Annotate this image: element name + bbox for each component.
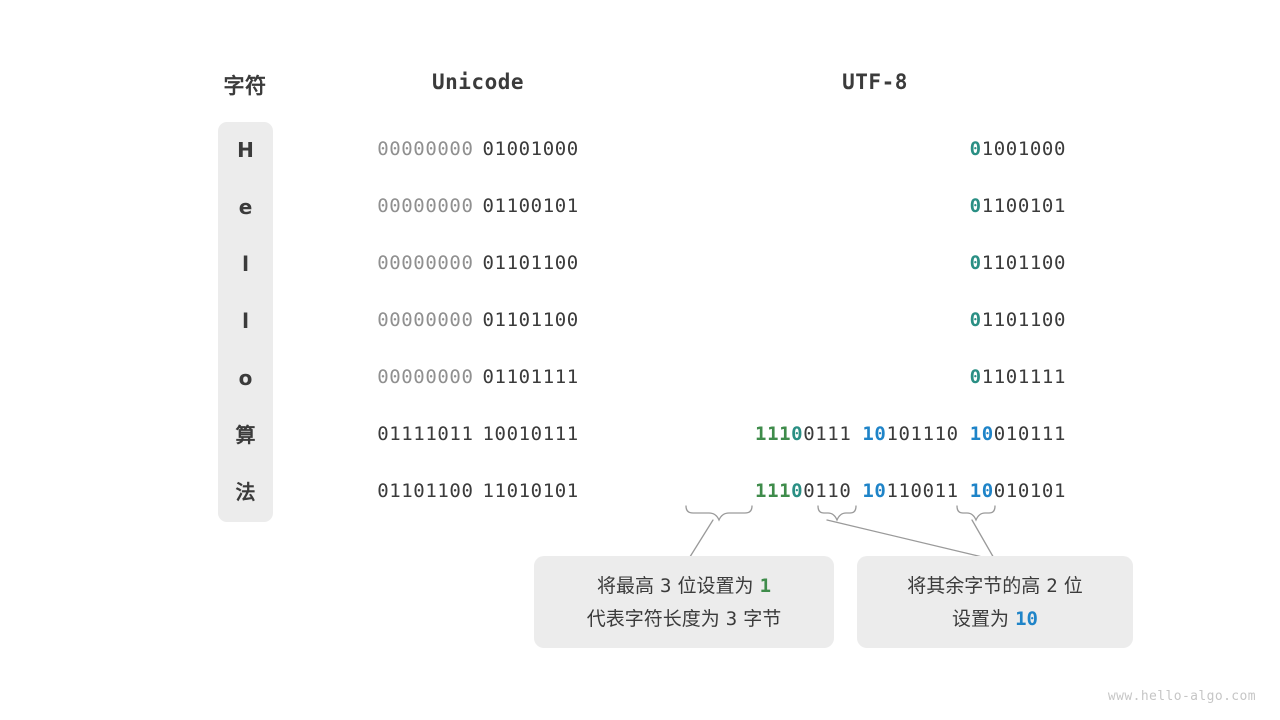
annotation-2-l1-b: 位 bbox=[1063, 575, 1083, 597]
site-watermark: www.hello-algo.com bbox=[1107, 689, 1256, 704]
utf8-payload-bits: 1101111 bbox=[981, 366, 1066, 388]
annotation-1-l2-b: 字节 bbox=[743, 608, 782, 630]
annotation-2-l2-highlight: 10 bbox=[1015, 608, 1038, 630]
column-header-unicode: Unicode bbox=[431, 70, 525, 94]
utf8-prefix-bits: 0 bbox=[969, 195, 982, 217]
utf8-payload-bits: 0111 bbox=[803, 423, 852, 445]
utf8-prefix-bits: 0 bbox=[969, 366, 982, 388]
character-column-background bbox=[218, 122, 273, 522]
character-cell: e bbox=[238, 195, 253, 219]
unicode-high-byte: 00000000 bbox=[377, 138, 474, 160]
annotation-1-l2-a: 代表字符长度为 bbox=[586, 608, 720, 630]
annotation-1-l1-b: 位设置为 bbox=[677, 575, 754, 597]
annotation-2-line-1: 将其余字节的高 2 位 bbox=[875, 570, 1115, 603]
annotation-leading-bits: 将最高 3 位设置为 1 代表字符长度为 3 字节 bbox=[534, 556, 834, 648]
utf8-cell: 01101100 bbox=[970, 309, 1066, 331]
unicode-low-byte: 01001000 bbox=[482, 138, 579, 160]
utf8-prefix-bits: 0 bbox=[969, 309, 982, 331]
unicode-low-byte: 11010101 bbox=[482, 480, 579, 502]
annotation-1-l2-num: 3 bbox=[725, 608, 738, 630]
character-cell: 算 bbox=[235, 423, 256, 447]
column-header-utf8: UTF-8 bbox=[842, 70, 908, 94]
unicode-cell: 00000000 01101111 bbox=[377, 366, 579, 388]
annotation-continuation-bits: 将其余字节的高 2 位 设置为 10 bbox=[857, 556, 1133, 648]
utf8-prefix-bits: 10 bbox=[862, 480, 887, 502]
utf8-payload-bits: 010111 bbox=[993, 423, 1066, 445]
utf8-payload-bits: 110011 bbox=[886, 480, 959, 502]
unicode-high-byte: 00000000 bbox=[377, 195, 474, 217]
utf8-prefix-bits: 0 bbox=[969, 138, 982, 160]
annotation-1-l1-highlight: 1 bbox=[759, 575, 772, 597]
unicode-high-byte: 00000000 bbox=[377, 309, 474, 331]
unicode-low-byte: 01101100 bbox=[482, 252, 579, 274]
unicode-low-byte: 01101100 bbox=[482, 309, 579, 331]
utf8-cell: 01001000 bbox=[970, 138, 1066, 160]
annotation-2-l1-a: 将其余字节的高 bbox=[907, 575, 1041, 597]
unicode-cell: 01101100 11010101 bbox=[377, 480, 579, 502]
utf8-payload-bits: 1101100 bbox=[981, 309, 1066, 331]
utf8-payload-bits: 1001000 bbox=[981, 138, 1066, 160]
annotation-1-line-1: 将最高 3 位设置为 1 bbox=[552, 570, 816, 603]
utf8-prefix-terminator-bit: 0 bbox=[791, 480, 804, 502]
character-cell: l bbox=[242, 252, 249, 276]
utf8-cell: 01100101 bbox=[970, 195, 1066, 217]
annotation-1-line-2: 代表字符长度为 3 字节 bbox=[552, 603, 816, 636]
unicode-cell: 00000000 01001000 bbox=[377, 138, 579, 160]
character-cell: l bbox=[242, 309, 249, 333]
unicode-low-byte: 10010111 bbox=[482, 423, 579, 445]
utf8-payload-bits: 1100101 bbox=[981, 195, 1066, 217]
utf8-payload-bits: 0110 bbox=[803, 480, 852, 502]
annotation-1-l1-num: 3 bbox=[660, 575, 672, 597]
utf8-prefix-bits: 111 bbox=[755, 480, 792, 502]
character-cell: H bbox=[237, 138, 254, 162]
utf8-prefix-bits: 0 bbox=[969, 252, 982, 274]
annotation-1-l1-a: 将最高 bbox=[596, 575, 654, 597]
character-cell: 法 bbox=[235, 480, 256, 504]
character-cell: o bbox=[238, 366, 253, 390]
unicode-high-byte: 01111011 bbox=[377, 423, 474, 445]
utf8-payload-bits: 1101100 bbox=[981, 252, 1066, 274]
unicode-high-byte: 01101100 bbox=[377, 480, 474, 502]
utf8-payload-bits: 010101 bbox=[993, 480, 1066, 502]
unicode-cell: 01111011 10010111 bbox=[377, 423, 579, 445]
annotation-2-l2-a: 设置为 bbox=[952, 608, 1010, 630]
utf8-prefix-terminator-bit: 0 bbox=[791, 423, 804, 445]
utf8-cell: 01101100 bbox=[970, 252, 1066, 274]
unicode-cell: 00000000 01101100 bbox=[377, 309, 579, 331]
unicode-high-byte: 00000000 bbox=[377, 252, 474, 274]
utf8-prefix-bits: 111 bbox=[755, 423, 792, 445]
unicode-cell: 00000000 01100101 bbox=[377, 195, 579, 217]
utf8-prefix-bits: 10 bbox=[862, 423, 887, 445]
utf8-prefix-bits: 10 bbox=[969, 423, 994, 445]
unicode-low-byte: 01101111 bbox=[482, 366, 579, 388]
unicode-high-byte: 00000000 bbox=[377, 366, 474, 388]
unicode-low-byte: 01100101 bbox=[482, 195, 579, 217]
utf8-cell: 01101111 bbox=[970, 366, 1066, 388]
column-header-character: 字符 bbox=[223, 74, 267, 98]
annotation-2-line-2: 设置为 10 bbox=[875, 603, 1115, 636]
utf8-prefix-bits: 10 bbox=[969, 480, 994, 502]
annotation-2-l1-num: 2 bbox=[1046, 575, 1058, 597]
utf8-payload-bits: 101110 bbox=[886, 423, 959, 445]
unicode-cell: 00000000 01101100 bbox=[377, 252, 579, 274]
